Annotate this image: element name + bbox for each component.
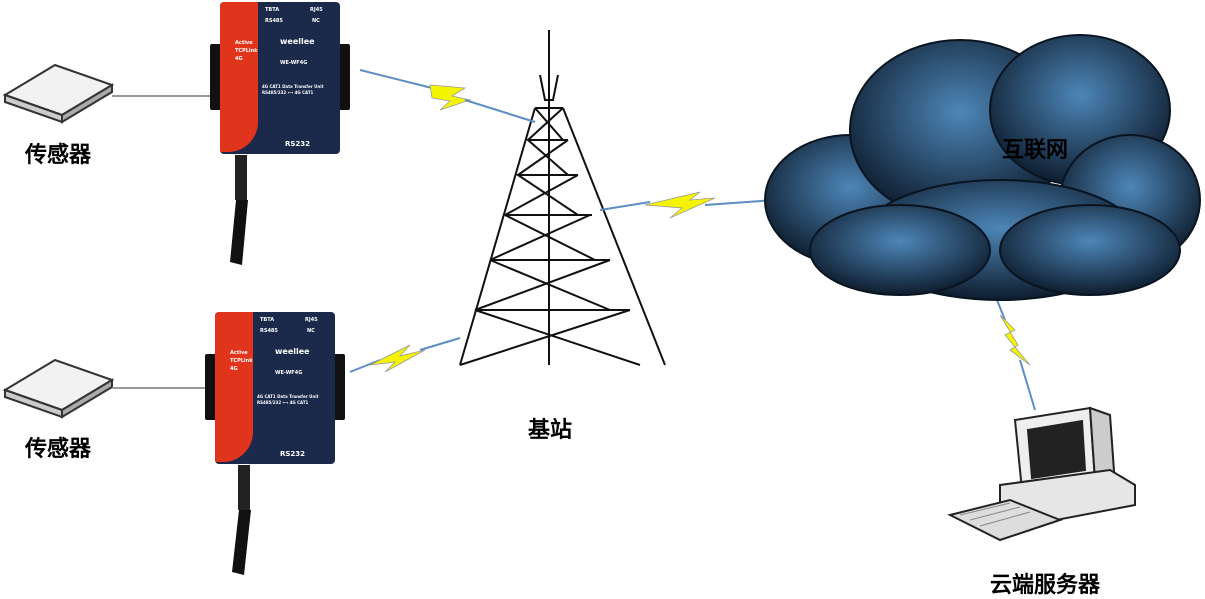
port-label: RS485 (260, 328, 278, 334)
model-label: WE-WF4G (275, 370, 303, 376)
port-label: NC (307, 328, 315, 334)
port-label: RJ45 (305, 317, 318, 323)
device-description: 4G CAT1 Data Transfer Unit (262, 84, 324, 89)
wireless-link-cloud-server (994, 294, 1036, 411)
brand-logo: weellee (280, 37, 315, 46)
port-label: TBTA (265, 7, 280, 13)
device-description: 4G CAT1 Data Transfer Unit (257, 394, 319, 399)
cloud-server-label: 云端服务器 (990, 573, 1101, 598)
antenna-bottom-icon (232, 465, 251, 575)
cloud-server-computer-icon (947, 406, 1136, 542)
wireless-link-device-bottom (349, 337, 461, 373)
brand-logo: weellee (275, 347, 310, 356)
led-label: Active (235, 40, 253, 46)
sensor-bottom-label: 传感器 (25, 437, 92, 462)
device-description: RS485/232 ⟷ 4G CAT1 (257, 400, 309, 405)
led-label: TCPLink (235, 48, 258, 54)
wireless-link-tower-cloud (599, 191, 776, 219)
dtu-device-bottom: TBTA RJ45 RS485 NC Active TCPLink 4G wee… (205, 312, 345, 467)
led-label: 4G (235, 56, 243, 62)
device-description: RS485/232 ⟷ 4G CAT1 (262, 90, 314, 95)
rs232-label: RS232 (280, 450, 306, 458)
port-label: NC (312, 18, 320, 24)
internet-label: 互联网 (1002, 138, 1069, 163)
model-label: WE-WF4G (280, 60, 308, 66)
sensor-bottom-icon (2, 358, 115, 419)
led-label: Active (230, 350, 248, 356)
internet-cloud-icon (764, 34, 1201, 301)
port-label: RS485 (265, 18, 283, 24)
port-label: TBTA (260, 317, 275, 323)
rs232-label: RS232 (285, 140, 311, 148)
port-label: RJ45 (310, 7, 323, 13)
base-station-label: 基站 (528, 418, 573, 443)
antenna-top-icon (230, 155, 248, 265)
led-label: TCPLink (230, 358, 253, 364)
dtu-device-top: TBTA RJ45 RS485 NC Active TCPLink 4G wee… (210, 2, 350, 157)
wireless-link-device-top (359, 69, 536, 123)
sensor-top-label: 传感器 (25, 143, 92, 168)
led-label: 4G (230, 366, 238, 372)
sensor-top-icon (2, 63, 115, 124)
base-station-tower-icon (459, 30, 666, 366)
